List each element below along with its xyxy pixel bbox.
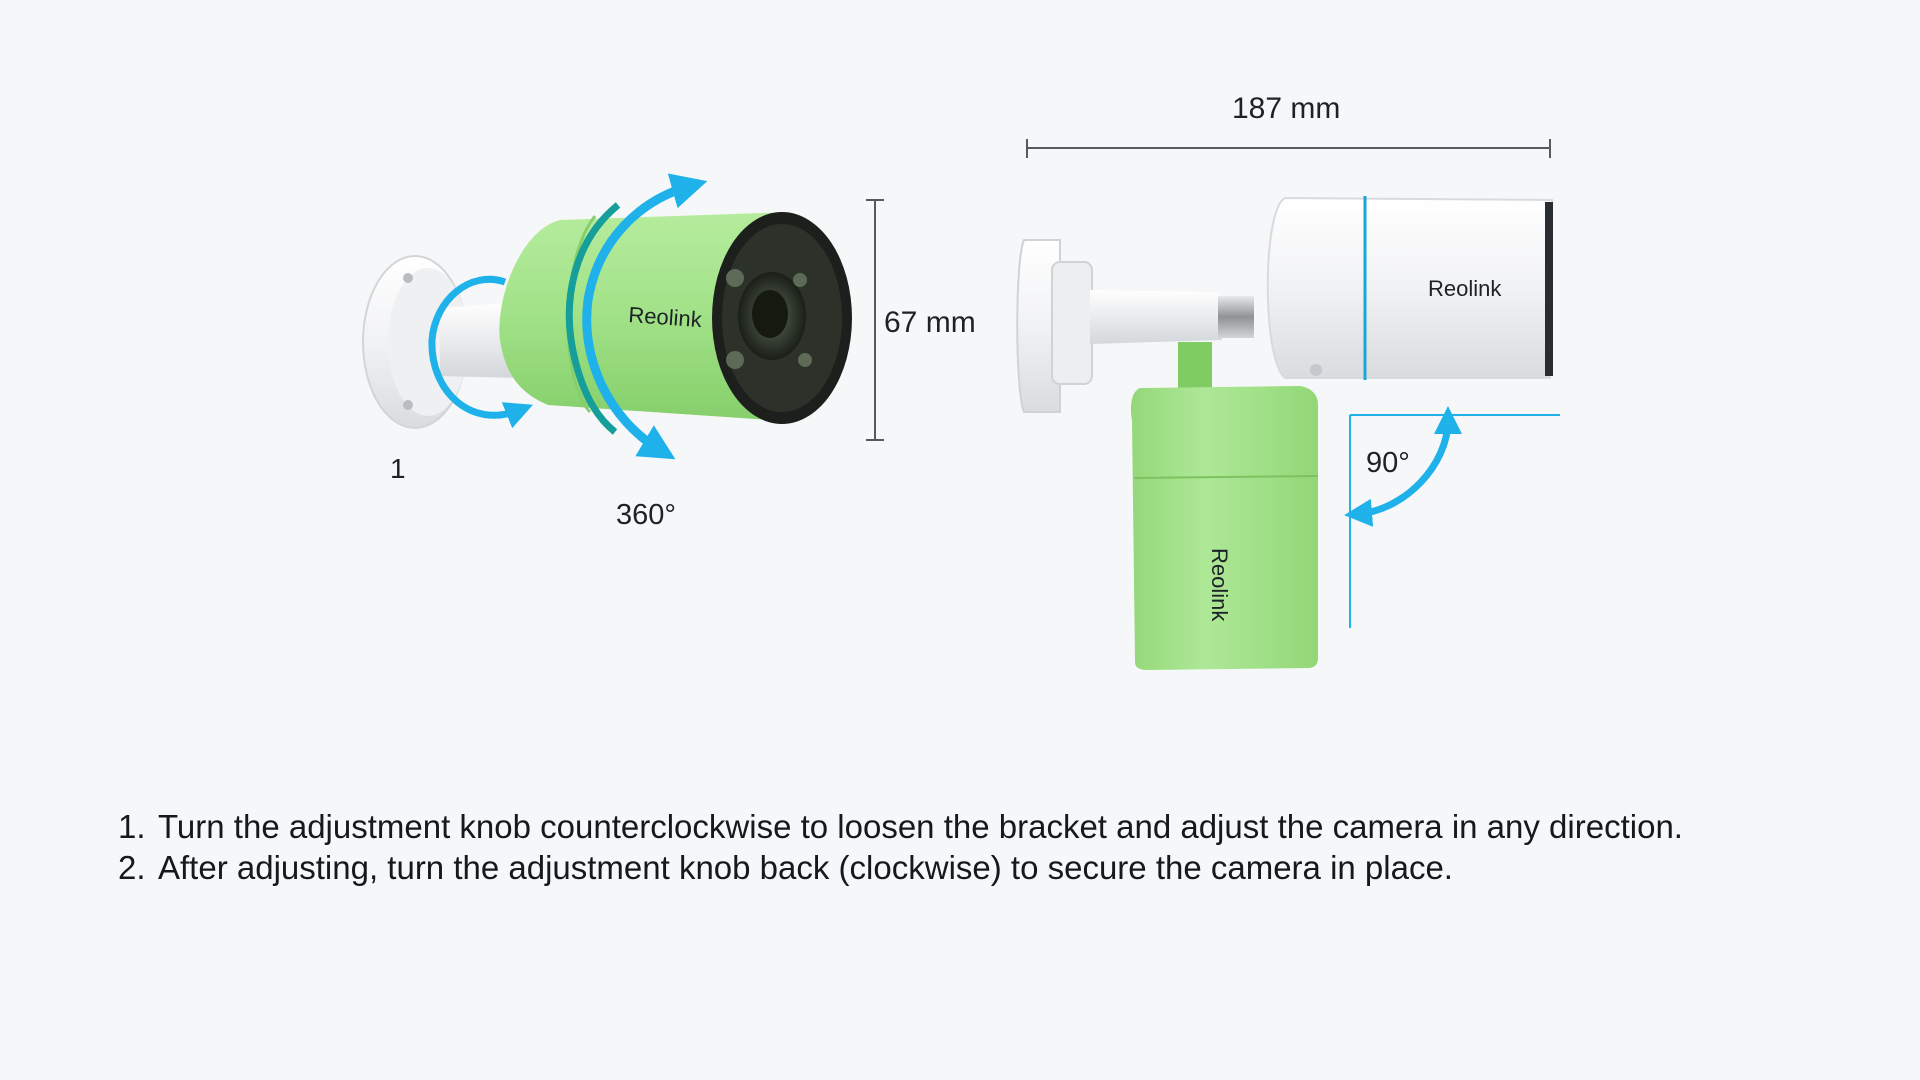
instruction-list: 1. Turn the adjustment knob counterclock…: [118, 806, 1683, 888]
tilt-arrow-90: [1344, 406, 1462, 527]
hanging-brand-logo: Reolink: [1207, 548, 1232, 622]
instruction-text: Turn the adjustment knob counterclockwis…: [158, 808, 1683, 845]
rotation-arrow-360: [582, 173, 708, 460]
instruction-text: After adjusting, turn the adjustment kno…: [158, 849, 1453, 886]
knob-arrow: [428, 275, 534, 429]
white-camera: Reolink: [1266, 196, 1554, 380]
left-camera-view: Reolink 67 mm 1 360°: [362, 173, 976, 531]
instruction-item: 2. After adjusting, turn the adjustment …: [118, 847, 1683, 888]
callout-number: 1: [390, 453, 406, 484]
hanging-green-camera: Reolink: [1130, 342, 1319, 670]
instruction-item: 1. Turn the adjustment knob counterclock…: [118, 806, 1683, 847]
rotation-ring: [565, 202, 621, 435]
white-brand-logo: Reolink: [1428, 276, 1502, 301]
height-label: 67 mm: [884, 306, 976, 339]
metal-joint: [1218, 296, 1254, 338]
left-camera-body: Reolink: [499, 212, 852, 424]
length-dimension: [1026, 139, 1551, 158]
right-wall-mount: [1016, 239, 1093, 413]
right-camera-view: 187 mm Reolink Reolink: [1016, 92, 1560, 670]
instruction-number: 2.: [118, 849, 146, 886]
tilt-label: 90°: [1366, 447, 1410, 479]
length-label: 187 mm: [1232, 92, 1340, 125]
left-brand-logo: Reolink: [628, 302, 704, 332]
instruction-number: 1.: [118, 808, 146, 845]
rotation-label: 360°: [616, 499, 676, 531]
camera-adjustment-diagram: Reolink 67 mm 1 360°: [362, 92, 1560, 670]
height-dimension: [866, 199, 884, 441]
right-mount-arm: [1090, 290, 1222, 344]
